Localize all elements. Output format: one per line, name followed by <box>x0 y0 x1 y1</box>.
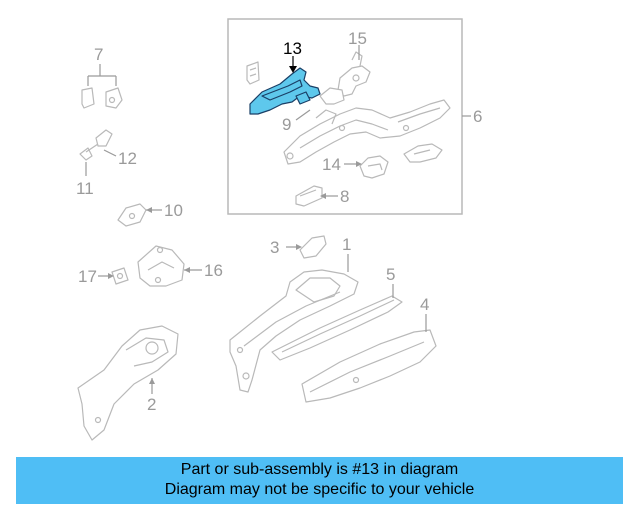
part-rail-assembly <box>283 99 451 165</box>
label-7[interactable]: 7 <box>94 45 103 64</box>
part-12[interactable] <box>85 129 113 153</box>
part-bracket-right <box>403 143 443 163</box>
part-16[interactable] <box>137 245 185 287</box>
label-16[interactable]: 16 <box>204 261 223 280</box>
part-14[interactable] <box>359 155 389 179</box>
part-4[interactable] <box>301 329 437 403</box>
label-1[interactable]: 1 <box>342 235 351 254</box>
label-14[interactable]: 14 <box>322 155 341 174</box>
label-13[interactable]: 13 <box>283 39 302 58</box>
label-8[interactable]: 8 <box>340 187 349 206</box>
part-2[interactable] <box>77 325 179 441</box>
part-7[interactable] <box>81 87 123 109</box>
label-17[interactable]: 17 <box>78 267 97 286</box>
part-8[interactable] <box>295 185 323 207</box>
label-2[interactable]: 2 <box>147 395 156 414</box>
part-5[interactable] <box>271 295 403 361</box>
label-11[interactable]: 11 <box>76 179 94 198</box>
label-9[interactable]: 9 <box>282 115 291 134</box>
label-5[interactable]: 5 <box>386 265 395 284</box>
label-6[interactable]: 6 <box>473 107 482 126</box>
part-10[interactable] <box>117 203 147 227</box>
part-17[interactable] <box>111 267 129 285</box>
label-15[interactable]: 15 <box>348 29 367 48</box>
banner-line-1: Part or sub-assembly is #13 in diagram <box>180 461 459 478</box>
label-4[interactable]: 4 <box>420 295 429 314</box>
part-13-highlighted[interactable] <box>249 67 321 115</box>
label-3[interactable]: 3 <box>270 238 279 257</box>
label-12[interactable]: 12 <box>118 149 137 168</box>
part-3[interactable] <box>299 235 327 259</box>
part-bracket-small <box>246 61 260 85</box>
label-10[interactable]: 10 <box>164 201 183 220</box>
part-11[interactable] <box>79 147 93 161</box>
part-9[interactable] <box>319 87 345 105</box>
part-1[interactable] <box>229 269 359 393</box>
part-15[interactable] <box>337 51 371 97</box>
info-banner: Part or sub-assembly is #13 in diagram D… <box>16 457 623 504</box>
banner-line-2: Diagram may not be specific to your vehi… <box>164 481 475 498</box>
